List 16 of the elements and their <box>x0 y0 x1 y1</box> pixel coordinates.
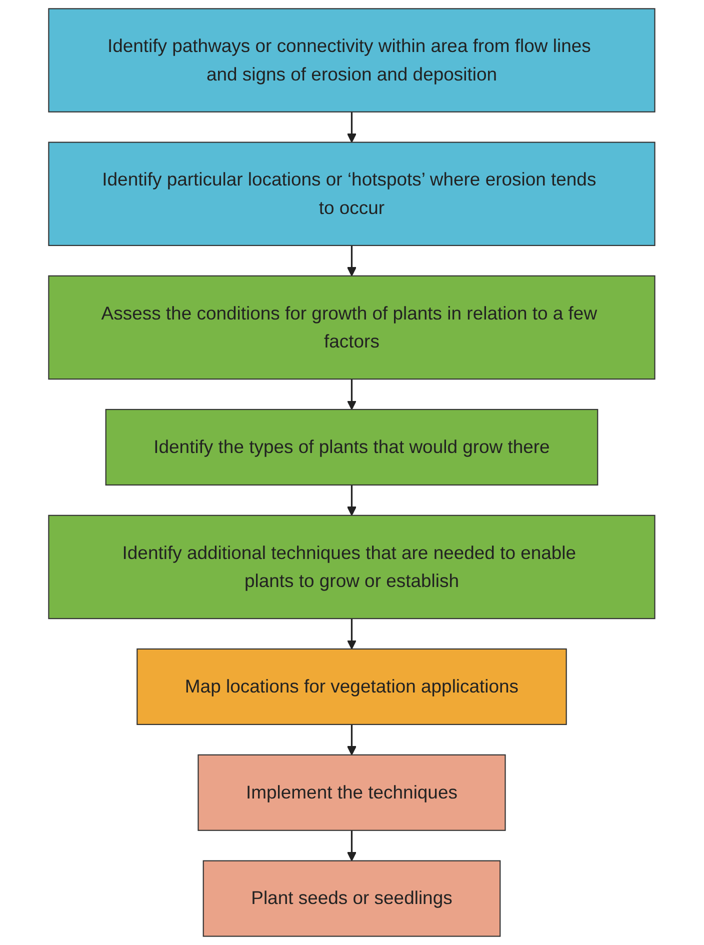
arrow <box>347 246 357 276</box>
arrow <box>347 618 357 650</box>
node-box <box>106 408 598 486</box>
arrow <box>347 485 357 516</box>
arrow <box>347 724 357 756</box>
node-box <box>203 860 501 937</box>
node-box <box>136 648 568 726</box>
node-box <box>48 514 656 620</box>
node-box <box>48 8 656 112</box>
arrow <box>347 112 357 143</box>
arrow <box>347 830 357 862</box>
arrow <box>347 379 357 410</box>
node-box <box>48 275 656 380</box>
flowchart-drawing: Identify pathways or connectivity within area from flow lines and signs of erosion and deposition Identify particular locations or ‘hotspots’ where erosion tends to occur Assess the conditions for growth of plants in relation to a few factors Identify the types of plants that would grow there Identify additional techniques that are needed to enable plants to grow or establish Map locations for vegetation applications Implement the techniques Plant seeds or seedlings <box>40 0 664 945</box>
node-box <box>198 754 506 831</box>
node-box <box>48 142 656 246</box>
